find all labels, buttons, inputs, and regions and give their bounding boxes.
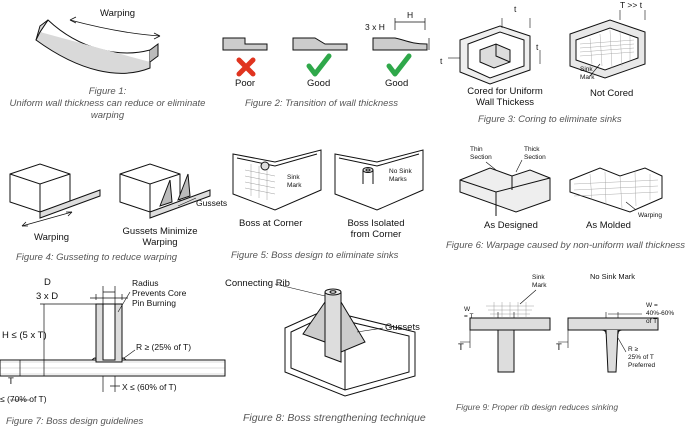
wall-transition-illustration [222,18,430,77]
h-label: H ≤ (5 x T) [2,330,47,341]
cored-label: Cored for Uniform Wall Thickess [467,86,543,108]
figure-4-caption: Figure 4: Gusseting to reduce warping [16,252,178,263]
warping-label: Warping [34,232,70,243]
good-label-2: Good [385,78,409,89]
t-label-1: t [514,4,517,14]
connecting-rib-label: Connecting Rib [225,278,290,289]
d-label: D [44,277,51,288]
boss-isolated-label: Boss Isolated from Corner [347,218,405,240]
not-cored-label: Not Cored [590,88,634,99]
good-check-mark-1 [306,53,332,77]
figure-6: Thin Section Thick Section Warping As De… [440,140,685,262]
warped-beam-illustration [35,16,161,74]
no-sink-marks-label: No Sink Marks [389,168,412,183]
good-label-1: Good [307,78,331,89]
figure-2-caption: Figure 2: Transition of wall thickness [245,98,398,109]
figure-9-caption: Figure 9: Proper rib design reduces sink… [456,402,619,412]
figure-1: Warping Figure 1: Uniform wall thickness… [0,0,215,121]
figure-2: H 3 x H Poor Good Good Figure 2: Transit… [215,0,440,120]
rib-design-diagram [460,289,659,373]
figure-3-caption: Figure 3: Coring to eliminate sinks [478,114,622,125]
warpage-illustration [459,159,663,216]
boss-strengthening-illustration [274,283,416,397]
radius-label: Radius Prevents Core Pin Burning [132,278,187,308]
w-label-2: W = 40%-60% of T [646,302,675,325]
r-label: R ≥ 25% of T Preferred [628,346,656,369]
figure-7-caption: Figure 7: Boss design guidelines [6,416,144,427]
figure-8: Connecting Rib Gussets Figure 8: Boss st… [225,272,450,432]
coring-illustration [448,10,646,85]
gusset-illustration [9,163,211,227]
poor-label: Poor [235,78,256,89]
figure-5-caption: Figure 5: Boss design to eliminate sinks [231,250,399,261]
sink-mark-label: Sink Mark [580,66,595,81]
boss-guidelines-diagram [0,286,226,401]
figure-7: D 3 x D H ≤ (5 x T) T Radius Prevents Co… [0,272,226,432]
boss-corner-label: Boss at Corner [239,218,303,229]
warping-label: Warping [100,8,136,19]
w-label-1: W = T [464,306,474,320]
boss-corner-illustration [232,149,424,211]
h-label: H [407,10,414,20]
gussets-minimize-label: Gussets Minimize Warping [122,226,198,248]
no-sink-mark-label: No Sink Mark [590,272,636,281]
three-d-label: 3 x D [36,291,59,302]
three-h-label: 3 x H [365,22,385,32]
t-label-2: T [556,342,562,353]
t-label-3: t [440,56,443,66]
warping-label: Warping [638,212,662,219]
figure-8-caption: Figure 8: Boss strengthening technique [243,412,426,424]
as-designed-label: As Designed [484,220,538,231]
sink-mark-label: Sink Mark [532,274,547,289]
figure-9: W = T Sink Mark No Sink Mark W = 40%-60%… [450,272,675,432]
gussets-label: Gussets [196,198,228,208]
as-molded-label: As Molded [586,220,631,231]
t-label: T [8,376,14,387]
figure-6-caption: Figure 6: Warpage caused by non-uniform … [446,240,685,251]
gussets-label: Gussets [385,322,420,333]
t-label-2: t [536,42,539,52]
figure-4: Gussets Warping Gussets Minimize Warping… [0,140,228,268]
figure-3: t t t T >> t Sink Mark Cored for Uniform… [440,0,672,135]
t-gt-label: T >> t [620,0,643,10]
r-label: R ≥ (25% of T) [136,342,192,352]
bottom-label: ≤ (70% of T) [0,394,47,404]
x-label: X ≤ (60% of T) [122,382,177,392]
thick-section-label: Thick Section [524,146,546,161]
t-label-1: T [458,342,464,353]
good-check-mark-2 [386,53,412,77]
figure-1-caption: Figure 1: Uniform wall thickness can red… [9,86,206,121]
sink-mark-label: Sink Mark [287,174,302,189]
thin-section-label: Thin Section [470,146,492,161]
figure-5: Sink Mark No Sink Marks Boss at Corner B… [225,140,440,268]
